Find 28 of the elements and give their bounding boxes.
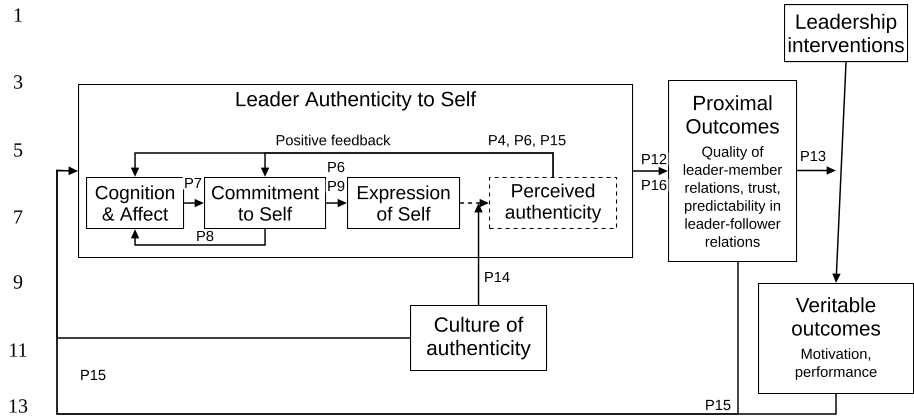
edge-label: P15 bbox=[78, 368, 108, 382]
edge-label: P8 bbox=[194, 229, 216, 243]
process-box: Culture of authenticity bbox=[410, 304, 548, 372]
process-box: Expression of Self bbox=[347, 177, 460, 230]
edge-label: P7 bbox=[182, 176, 204, 190]
line-number: 3 bbox=[14, 75, 22, 89]
line-number: 11 bbox=[10, 343, 26, 357]
edge-label: Positive feedback bbox=[274, 133, 392, 147]
proposition-label: P16 bbox=[640, 178, 668, 192]
line-number: 7 bbox=[14, 210, 22, 224]
process-box: Cognition & Affect bbox=[86, 177, 184, 230]
arrow bbox=[130, 229, 266, 246]
edge-label: P13 bbox=[798, 149, 828, 163]
line-number: 1 bbox=[14, 8, 22, 22]
process-box: Veritable outcomes Motivation, performance bbox=[758, 283, 914, 394]
process-box: Commitment to Self bbox=[204, 177, 326, 230]
process-box: Proximal Outcomes Quality of leader-member relations, trust, predictability in leader-follower relations bbox=[668, 80, 798, 262]
proposition-label: P6 bbox=[326, 160, 346, 174]
edge-label: P12 bbox=[640, 152, 668, 166]
line-number: 13 bbox=[10, 399, 28, 413]
edge-label: P14 bbox=[482, 270, 512, 284]
edge-label: P4, P6, P15 bbox=[486, 134, 568, 148]
edge-label: P9 bbox=[326, 179, 346, 193]
line-number: 9 bbox=[14, 275, 22, 289]
edge-label: P15 bbox=[704, 398, 732, 412]
line-number: 5 bbox=[14, 143, 22, 157]
process-box: Leadership interventions bbox=[784, 4, 908, 62]
dashed-box: Perceived authenticity bbox=[489, 177, 618, 230]
